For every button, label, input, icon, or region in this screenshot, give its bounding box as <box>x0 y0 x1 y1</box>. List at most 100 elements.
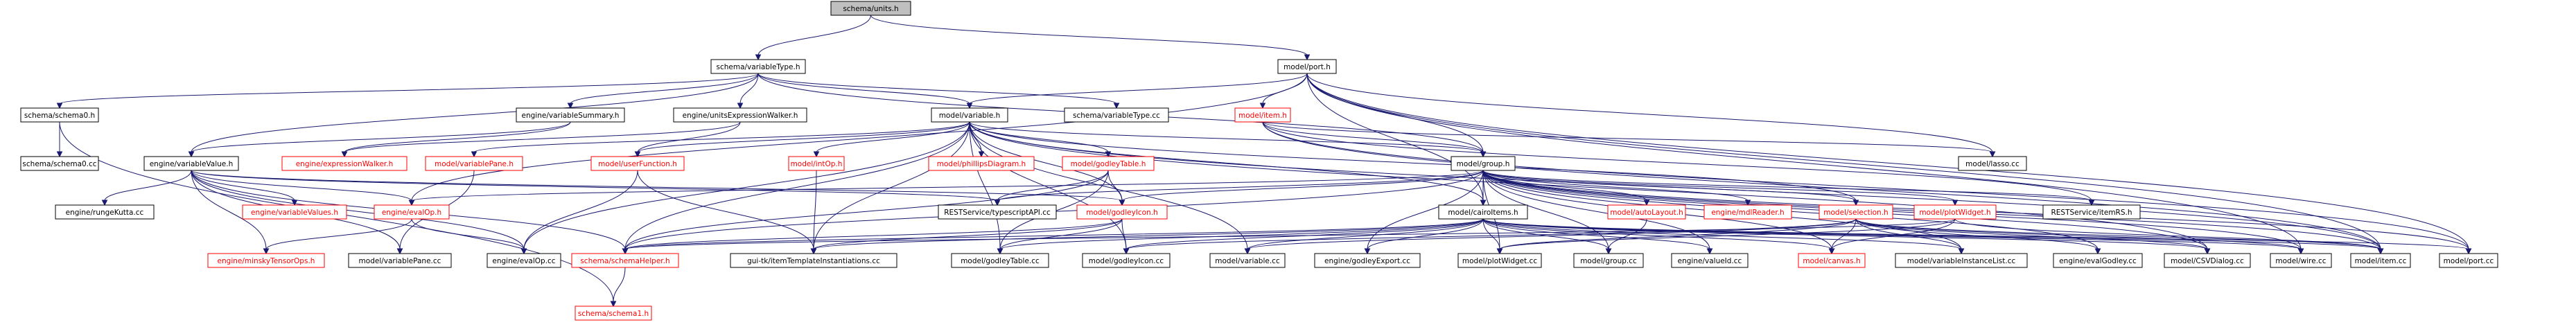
file-node-vartype[interactable]: schema/variableType.h <box>710 59 806 74</box>
file-node-schema0cc[interactable]: schema/schema0.cc <box>20 156 99 171</box>
file-node-plotwidget[interactable]: model/plotWidget.h <box>1913 204 1997 220</box>
file-node-vartypecc[interactable]: schema/variableType.cc <box>1064 107 1169 123</box>
dependency-edge <box>1605 218 1647 255</box>
node-label: engine/expressionWalker.h <box>296 160 394 168</box>
file-node-cairoitems[interactable]: model/cairoItems.h <box>1438 204 1528 220</box>
dependency-edge <box>1496 218 1956 255</box>
file-node-restts[interactable]: RESTService/typescriptAPI.cc <box>938 204 1057 220</box>
node-label: model/variableInstanceList.cc <box>1907 257 2016 265</box>
file-node-mdlreader[interactable]: engine/mdlReader.h <box>1703 204 1792 220</box>
file-node-schemahelper[interactable]: schema/schemaHelper.h <box>571 253 679 268</box>
file-node-godleytablecc[interactable]: model/godleyTable.cc <box>951 253 1049 268</box>
dependency-edge <box>471 121 970 158</box>
dependency-edge <box>1855 218 1965 255</box>
node-box <box>2042 204 2141 220</box>
node-box <box>20 107 99 123</box>
dependency-edge <box>1364 218 1484 255</box>
file-node-userfunc[interactable]: model/userFunction.h <box>590 156 685 171</box>
node-box <box>575 306 652 321</box>
file-node-varinstlist[interactable]: model/variableInstanceList.cc <box>1895 253 2028 268</box>
dependency-edge <box>634 121 970 158</box>
node-label: engine/evalOp.h <box>382 209 441 217</box>
dependency-edge <box>810 218 1484 255</box>
node-box <box>242 204 347 220</box>
file-node-intop[interactable]: model/intOp.h <box>788 156 845 171</box>
file-node-csvdialog[interactable]: model/CSVDialog.cc <box>2164 253 2251 268</box>
file-node-phillips[interactable]: model/phillipsDiagram.h <box>928 156 1035 171</box>
file-node-itemh[interactable]: model/item.h <box>1234 107 1291 123</box>
dependency-edge <box>1119 170 1484 206</box>
dependency-edge <box>1262 121 1487 158</box>
node-box <box>2164 253 2251 268</box>
file-node-varvalues[interactable]: engine/variableValues.h <box>242 204 347 220</box>
dependency-edge <box>737 73 759 109</box>
node-label: model/phillipsDiagram.h <box>937 160 1026 168</box>
node-box <box>1064 107 1169 123</box>
file-node-variablecc[interactable]: model/variable.cc <box>1209 253 1286 268</box>
node-box <box>207 253 325 268</box>
dependency-edge <box>1482 218 1713 255</box>
dependency-edge <box>755 15 871 61</box>
file-node-wirecc[interactable]: model/wire.cc <box>2270 253 2332 268</box>
file-node-guitk[interactable]: gui-tk/itemTemplateInstantiations.cc <box>730 253 897 268</box>
node-label: engine/godleyExport.cc <box>1324 257 1410 265</box>
dependency-edge <box>810 170 817 255</box>
file-node-groupcc[interactable]: model/group.cc <box>1573 253 1644 268</box>
node-label: gui-tk/itemTemplateInstantiations.cc <box>747 257 880 265</box>
dependency-edge <box>1954 218 2384 255</box>
file-node-selection[interactable]: model/selection.h <box>1819 204 1893 220</box>
node-box <box>281 156 408 171</box>
file-node-evalop[interactable]: engine/evalOp.h <box>374 204 450 220</box>
file-node-itemcc[interactable]: model/item.cc <box>2350 253 2411 268</box>
file-node-portcc[interactable]: model/port.cc <box>2439 253 2498 268</box>
node-box <box>1958 156 2027 171</box>
file-node-minsky[interactable]: engine/minskyTensorOps.h <box>207 253 325 268</box>
file-node-unitsexpr[interactable]: engine/unitsExpressionWalker.h <box>673 107 807 123</box>
node-box <box>1438 204 1528 220</box>
node-label: schema/variableType.cc <box>1073 112 1160 120</box>
file-node-units[interactable]: schema/units.h <box>830 1 911 16</box>
file-node-evalopcc[interactable]: engine/evalOp.cc <box>487 253 561 268</box>
file-node-schema0h[interactable]: schema/schema0.h <box>20 107 99 123</box>
file-node-lassocc[interactable]: model/lasso.cc <box>1958 156 2027 171</box>
file-node-godleyicon[interactable]: model/godleyIcon.h <box>1076 204 1168 220</box>
node-box <box>730 253 897 268</box>
dependency-edge <box>813 121 970 158</box>
file-node-plotwidgetcc[interactable]: model/plotWidget.cc <box>1457 253 1542 268</box>
node-label: model/group.h <box>1457 160 1510 168</box>
file-node-schema1h[interactable]: schema/schema1.h <box>575 306 652 321</box>
file-node-varsummary[interactable]: engine/variableSummary.h <box>516 107 625 123</box>
dependency-edge <box>408 170 1484 206</box>
node-box <box>516 107 625 123</box>
file-node-godleyiconcc[interactable]: model/godleyIcon.cc <box>1082 253 1171 268</box>
node-label: model/godleyTable.cc <box>961 257 1040 265</box>
node-label: model/item.cc <box>2355 257 2407 265</box>
node-label: model/godleyIcon.h <box>1086 209 1158 217</box>
file-node-porth[interactable]: model/port.h <box>1277 59 1337 74</box>
dependency-edge <box>1482 170 1959 206</box>
node-box <box>1798 253 1866 268</box>
node-label: schema/schema1.h <box>578 310 649 318</box>
file-node-varvalue[interactable]: engine/variableValue.h <box>143 156 239 171</box>
file-node-valueidcc[interactable]: engine/valueId.cc <box>1671 253 1749 268</box>
dependency-edge <box>622 218 1123 255</box>
file-node-variableh[interactable]: model/variable.h <box>931 107 1008 123</box>
node-box <box>1209 253 1286 268</box>
node-label: engine/valueId.cc <box>1678 257 1742 265</box>
file-node-exprwalker[interactable]: engine/expressionWalker.h <box>281 156 408 171</box>
file-node-autolayout[interactable]: model/autoLayout.h <box>1607 204 1686 220</box>
file-node-canvash[interactable]: model/canvas.h <box>1798 253 1866 268</box>
file-node-godleytable[interactable]: model/godleyTable.h <box>1062 156 1155 171</box>
node-label: model/plotWidget.h <box>1919 209 1990 217</box>
node-label: model/godleyIcon.cc <box>1089 257 1164 265</box>
file-node-evalgodley[interactable]: engine/evalGodley.cc <box>2053 253 2143 268</box>
file-node-restitemrs[interactable]: RESTService/itemRS.h <box>2042 204 2141 220</box>
file-node-varpane[interactable]: model/variablePane.h <box>425 156 523 171</box>
node-box <box>1314 253 1421 268</box>
dependency-edge <box>188 121 571 158</box>
file-node-rungekutta[interactable]: engine/rungeKutta.cc <box>55 204 155 220</box>
file-node-grouph[interactable]: model/group.h <box>1451 156 1516 171</box>
node-label: model/intOp.h <box>791 160 843 168</box>
file-node-varpanecc[interactable]: model/variablePane.cc <box>348 253 452 268</box>
file-node-godleyexport[interactable]: engine/godleyExport.cc <box>1314 253 1421 268</box>
